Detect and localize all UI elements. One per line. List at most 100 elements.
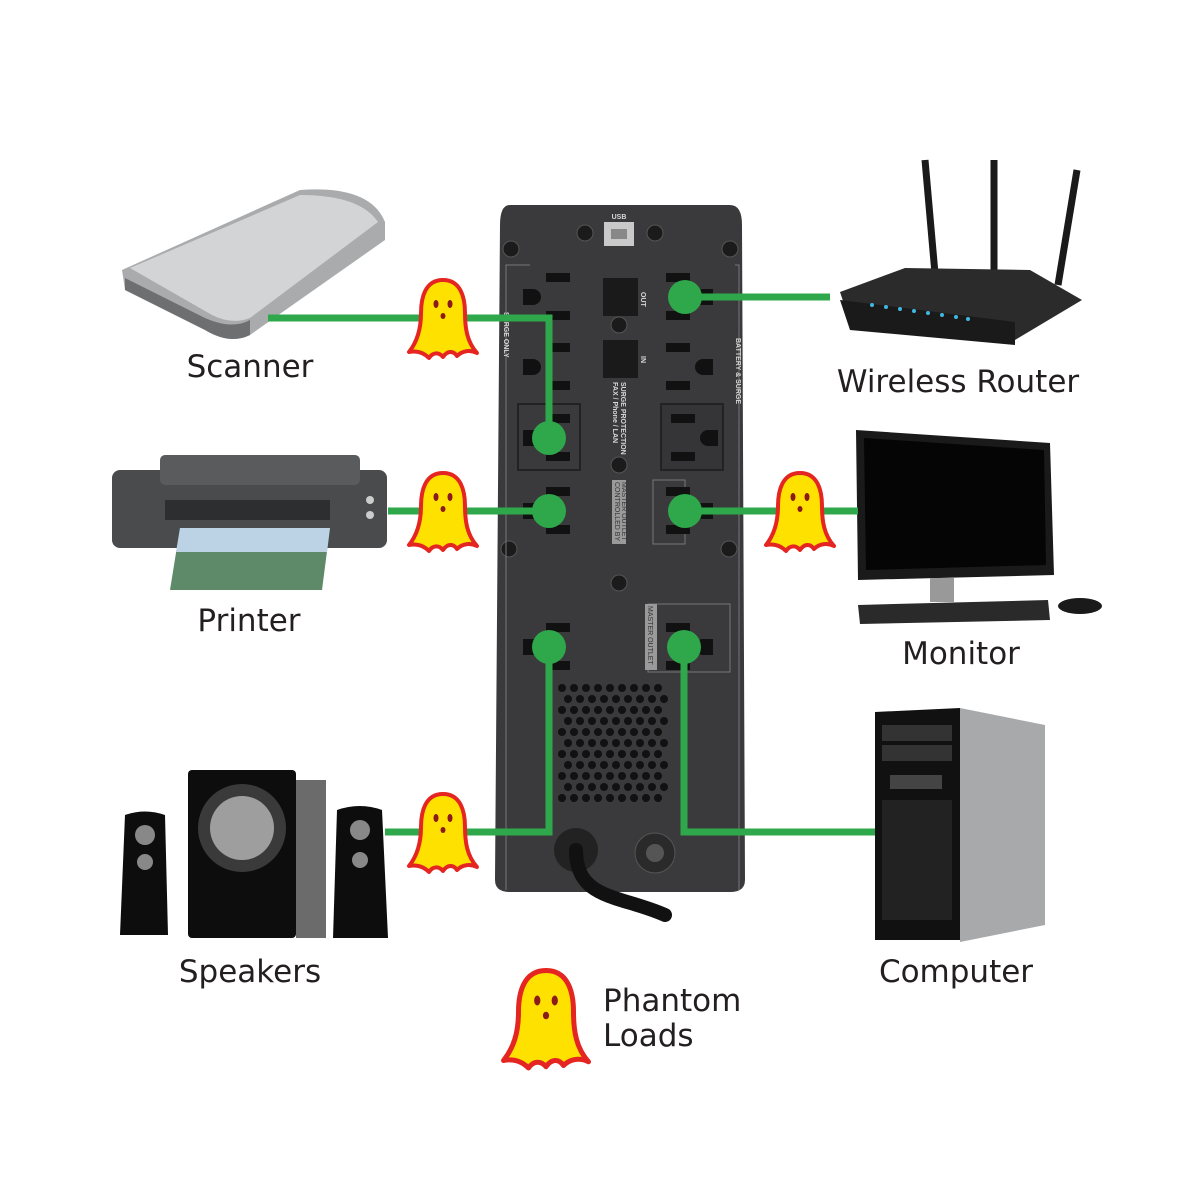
ghost-icon (407, 471, 479, 553)
vent-hole (570, 728, 578, 736)
in-label: IN (639, 356, 646, 363)
plug-dot (532, 421, 566, 455)
vent-hole (660, 695, 668, 703)
vent-hole (594, 684, 602, 692)
vent-hole (576, 717, 584, 725)
router-label: Wireless Router (837, 364, 1080, 400)
vent-hole (612, 695, 620, 703)
vent-hole (564, 695, 572, 703)
controlled-label-2: MASTER OUTLET (620, 482, 627, 541)
vent-hole (624, 739, 632, 747)
vent-hole (648, 739, 656, 747)
vent-hole (600, 739, 608, 747)
usb-label: USB (612, 214, 627, 221)
vent-hole (582, 728, 590, 736)
router-image (840, 159, 1082, 345)
vent-hole (606, 772, 614, 780)
surge-only-label: SURGE ONLY (502, 312, 509, 358)
vent-hole (564, 739, 572, 747)
plug-dot (532, 630, 566, 664)
vent-hole (558, 772, 566, 780)
vent-hole (624, 761, 632, 769)
vent-hole (660, 761, 668, 769)
vent-hole (570, 684, 578, 692)
fax-label-2: SURGE PROTECTION (619, 382, 626, 455)
vent-hole (582, 794, 590, 802)
vent-hole (648, 717, 656, 725)
vent-hole (660, 739, 668, 747)
computer-label: Computer (879, 954, 1033, 990)
vent-hole (558, 750, 566, 758)
speakers-image (120, 770, 388, 938)
out-label: OUT (639, 292, 646, 308)
vent-hole (588, 739, 596, 747)
vent-hole (558, 794, 566, 802)
vent-hole (612, 739, 620, 747)
vent-hole (582, 684, 590, 692)
legend-label-line2: Loads (603, 1018, 694, 1054)
vent-hole (642, 706, 650, 714)
vent-hole (582, 706, 590, 714)
legend-label-line1: Phantom (603, 983, 741, 1019)
printer-image (112, 455, 387, 590)
vent-hole (612, 761, 620, 769)
master-outlet-label: MASTER OUTLET (646, 606, 653, 665)
vent-hole (570, 750, 578, 758)
vent-hole (636, 739, 644, 747)
vent-hole (612, 717, 620, 725)
vent-grille (558, 684, 668, 802)
monitor-image (856, 430, 1102, 624)
vent-hole (630, 750, 638, 758)
vent-hole (630, 794, 638, 802)
vent-hole (564, 761, 572, 769)
rj-in-port (603, 340, 638, 378)
vent-hole (642, 684, 650, 692)
vent-hole (582, 750, 590, 758)
monitor-label: Monitor (902, 636, 1020, 672)
vent-hole (630, 772, 638, 780)
vent-hole (642, 750, 650, 758)
vent-hole (636, 783, 644, 791)
vent-hole (654, 706, 662, 714)
battery-surge-label: BATTERY & SURGE (734, 338, 741, 404)
vent-hole (588, 717, 596, 725)
vent-hole (558, 728, 566, 736)
vent-hole (618, 772, 626, 780)
scanner-label: Scanner (187, 349, 314, 385)
vent-hole (618, 750, 626, 758)
vent-hole (576, 739, 584, 747)
vent-hole (564, 783, 572, 791)
vent-hole (570, 706, 578, 714)
vent-hole (576, 695, 584, 703)
vent-hole (654, 772, 662, 780)
vent-hole (594, 728, 602, 736)
vent-hole (576, 783, 584, 791)
controlled-label-1: CONTROLLED BY (613, 482, 620, 541)
vent-hole (648, 695, 656, 703)
vent-hole (636, 695, 644, 703)
vent-hole (588, 783, 596, 791)
vent-hole (636, 761, 644, 769)
vent-hole (564, 717, 572, 725)
vent-hole (594, 706, 602, 714)
computer-image (875, 708, 1045, 942)
vent-hole (660, 717, 668, 725)
computer-connection (680, 647, 875, 836)
connection-lines (268, 293, 875, 836)
vent-hole (654, 794, 662, 802)
vent-hole (642, 772, 650, 780)
plug-dots (532, 280, 702, 664)
vent-hole (600, 783, 608, 791)
scanner-connection (268, 314, 553, 438)
vent-hole (654, 684, 662, 692)
speakers-label: Speakers (179, 954, 321, 990)
scanner-image (122, 189, 385, 339)
plug-dot (667, 630, 701, 664)
vent-hole (606, 706, 614, 714)
vent-hole (630, 684, 638, 692)
vent-hole (624, 695, 632, 703)
vent-hole (558, 684, 566, 692)
vent-hole (600, 761, 608, 769)
